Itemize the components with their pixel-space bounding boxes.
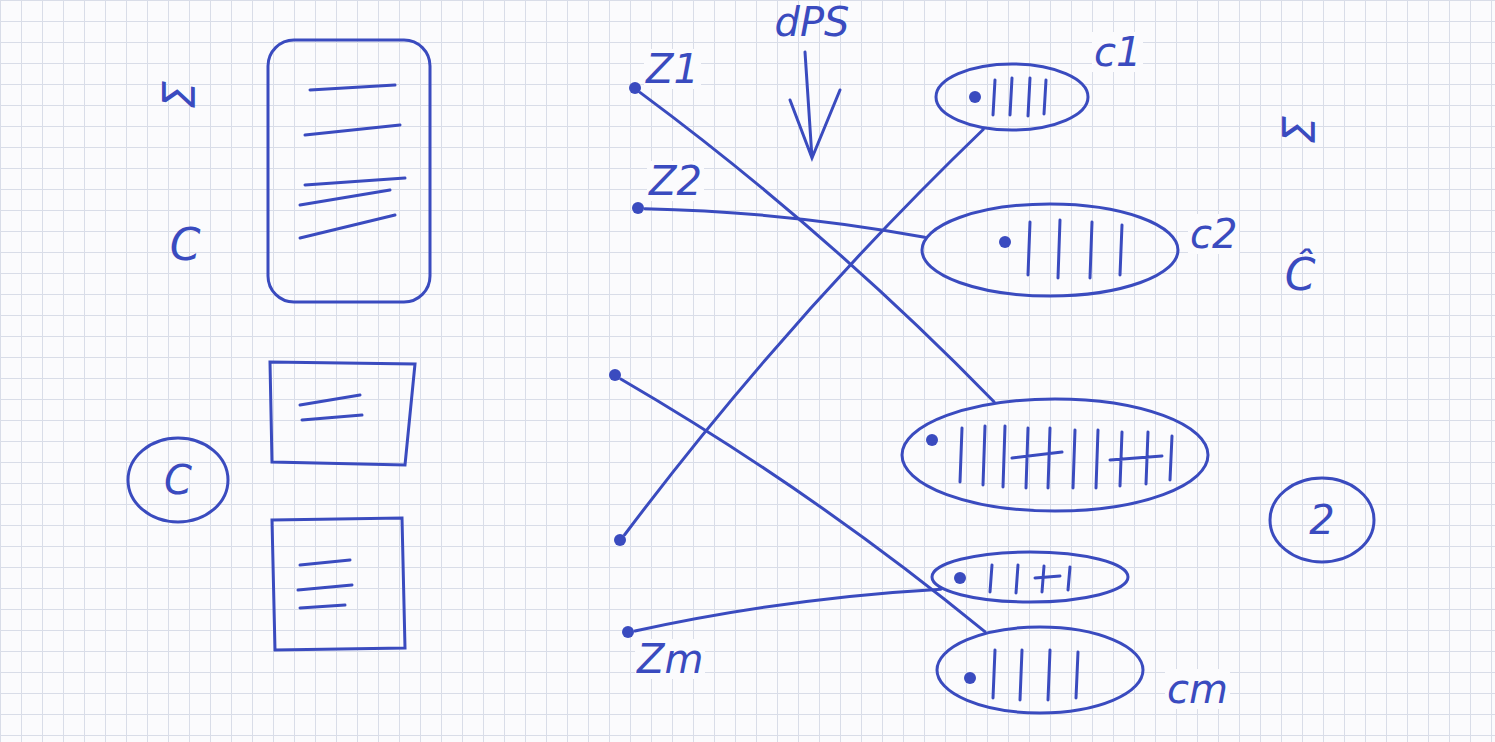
connector — [640, 93, 994, 402]
point-node — [613, 533, 627, 547]
node-label: c2 — [1188, 214, 1239, 254]
node-label: c1 — [1092, 32, 1143, 72]
ellipse-shape — [937, 627, 1143, 713]
point-dot — [631, 201, 645, 215]
connector-line — [635, 589, 941, 631]
connector-line — [640, 93, 994, 402]
connector-line — [645, 209, 925, 238]
point-dot — [628, 81, 642, 95]
list-box — [268, 40, 430, 302]
dot-shape — [622, 626, 634, 638]
ellipse-shape — [936, 64, 1088, 130]
set-ellipse: c2 — [920, 202, 1180, 298]
set-ellipse — [930, 550, 1130, 604]
ellipse-outline — [930, 550, 1130, 604]
dot-shape — [632, 202, 644, 214]
node-label: Zm — [635, 639, 705, 679]
list-lines — [300, 85, 405, 238]
set-ellipse — [900, 397, 1210, 513]
note-label: C — [168, 223, 203, 267]
point-node — [608, 368, 622, 382]
point-node: Z2 — [631, 201, 645, 215]
note-label: C — [162, 460, 194, 500]
ellipse-shape — [922, 204, 1178, 296]
ellipse-outline — [935, 625, 1145, 715]
dot-shape — [629, 82, 641, 94]
point-node: Zm — [621, 625, 635, 639]
ellipse-outline — [900, 397, 1210, 513]
ellipse-shape — [932, 552, 1128, 602]
connector — [635, 589, 941, 631]
list-lines — [300, 395, 362, 420]
connector-line — [621, 379, 985, 632]
list-box — [270, 362, 415, 465]
note-label: Σ — [158, 79, 202, 111]
node-label: Z1 — [644, 49, 701, 89]
set-ellipse: c1 — [934, 62, 1090, 132]
connector — [645, 209, 925, 238]
note-label: 2 — [1307, 500, 1336, 540]
point-node: Z1 — [628, 81, 642, 95]
circle-mark — [128, 438, 228, 522]
connector — [621, 379, 985, 632]
connector — [625, 130, 984, 535]
list-box — [272, 518, 405, 650]
down-arrow — [790, 52, 840, 158]
node-label: Z2 — [647, 161, 704, 201]
note-label: dPS — [773, 2, 852, 42]
circle-mark — [1270, 478, 1374, 562]
ellipse-shape — [902, 399, 1208, 511]
tally-marks — [960, 78, 1172, 700]
ellipse-outline — [934, 62, 1090, 132]
connector-line — [625, 130, 984, 535]
note-label: Ĉ — [1283, 253, 1318, 297]
set-ellipse: cm — [935, 625, 1145, 715]
ellipse-outline — [920, 202, 1180, 298]
list-lines — [298, 560, 352, 608]
note-label: Σ — [1278, 114, 1322, 146]
point-dot — [621, 625, 635, 639]
dot-shape — [614, 534, 626, 546]
dot-shape — [609, 369, 621, 381]
point-dot — [608, 368, 622, 382]
node-label: cm — [1165, 669, 1230, 709]
point-dot — [613, 533, 627, 547]
